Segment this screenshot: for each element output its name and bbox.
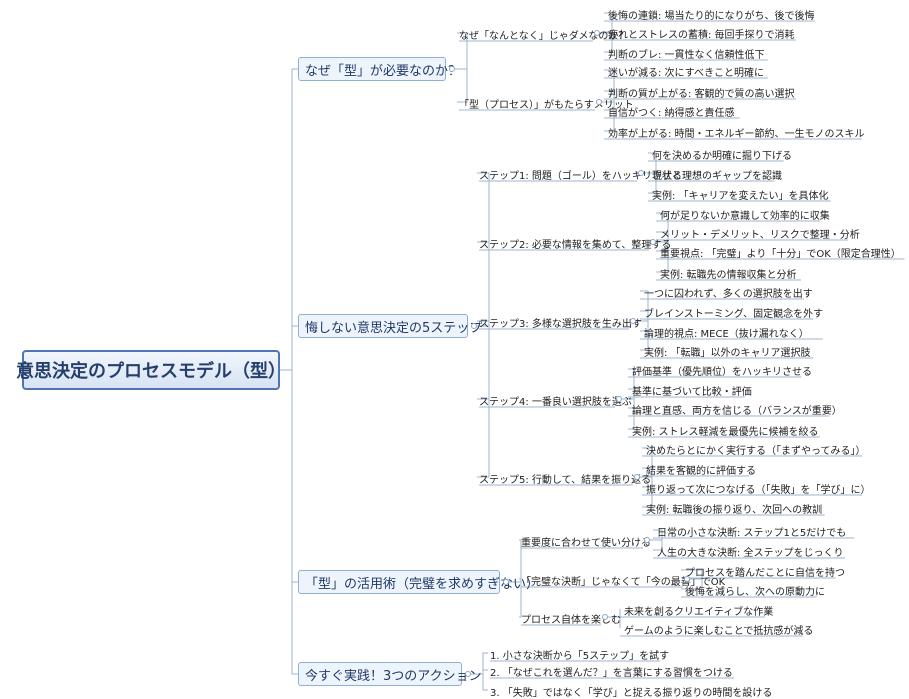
subtopic-to-detail-connector <box>640 476 653 508</box>
detail-item[interactable]: 後悔の連鎖: 場当たり的になりがち、後で後悔 <box>608 11 815 22</box>
collapse-toggle-icon[interactable] <box>644 537 650 543</box>
subtopic-to-detail-connector <box>608 616 621 628</box>
collapse-toggle-icon[interactable] <box>471 323 477 329</box>
subtopic[interactable]: 「型（プロセス）」がもたらすメリット <box>459 100 634 111</box>
detail-item[interactable]: 評価基準（優先順位）をハッキリさせる <box>632 367 812 378</box>
detail-item[interactable]: ゲームのように楽しむことで抵抗感が減る <box>624 626 814 637</box>
detail-item[interactable]: 実例: 転職先の情報収集と分析 <box>660 270 797 281</box>
branch-to-subtopic-connector <box>471 673 488 691</box>
detail-item[interactable]: ブレインストーミング、固定観念を外す <box>644 309 824 320</box>
subtopic-to-detail-connector <box>681 578 703 590</box>
subtopic-to-detail-connector <box>644 172 657 194</box>
detail-item[interactable]: 振り返って次につなげる（「失敗」を「学び」に） <box>646 485 871 496</box>
subtopic[interactable]: ステップ4: 一番良い選択肢を選ぶ <box>479 397 632 408</box>
collapse-toggle-icon[interactable] <box>638 170 644 176</box>
detail-item[interactable]: 現状と理想のギャップを認識 <box>652 171 782 182</box>
subtopic-to-detail-connector <box>600 32 613 53</box>
subtopic[interactable]: ステップ1: 問題（ゴール）をハッキリさせる <box>479 171 682 182</box>
branch-to-subtopic-connector <box>477 325 490 478</box>
detail-item[interactable]: プロセスを踏んだことに自信を持つ <box>685 568 845 579</box>
detail-item[interactable]: 未来を創るクリエイティブな作業 <box>624 607 774 618</box>
subtopic[interactable]: ステップ2: 必要な情報を集めて、整理する <box>479 240 672 251</box>
collapse-toggle-icon[interactable] <box>684 576 690 582</box>
branch-to-subtopic-connector <box>477 241 490 327</box>
subtopic[interactable]: 3. 「失敗」ではなく「学び」と捉える振り返りの時間を設ける <box>490 688 773 699</box>
detail-item[interactable]: 一つに囚われず、多くの選択肢を出す <box>644 289 813 300</box>
subtopic[interactable]: プロセス自体を楽しむ <box>521 615 621 626</box>
subtopic[interactable]: なぜ「なんとなく」じゃダメなのか？ <box>459 31 629 42</box>
detail-item[interactable]: 基準に基づいて比較・評価 <box>632 387 752 398</box>
collapse-toggle-icon[interactable] <box>596 99 602 105</box>
collapse-toggle-icon[interactable] <box>650 239 656 245</box>
collapse-toggle-icon[interactable] <box>634 474 640 480</box>
branch-topic[interactable]: 今すぐ実践！3つのアクション <box>298 662 482 686</box>
branch-topic[interactable]: なぜ「型」が必要なのか？ <box>298 57 461 81</box>
detail-item[interactable]: 判断のブレ: 一貫性なく信頼性低下 <box>608 50 765 61</box>
subtopic[interactable]: 「完璧な決断」じゃなくて「今の最善」でOK <box>521 577 726 588</box>
branch-topic[interactable]: 「型」の活用術（完璧を求めすぎない） <box>298 570 539 594</box>
detail-item[interactable]: 迷いが減る: 次にすべきこと明確に <box>608 68 764 79</box>
branch-to-subtopic-connector <box>455 68 468 103</box>
root-to-branch-connector <box>280 68 298 371</box>
subtopic-to-detail-connector <box>650 539 663 551</box>
detail-item[interactable]: 決めたらとにかく実行する（「まずやってみる」） <box>646 446 866 457</box>
detail-item[interactable]: 判断の質が上がる: 客観的で質の高い選択 <box>608 89 795 100</box>
detail-item[interactable]: 実例: 「キャリアを変えたい」を具体化 <box>652 191 829 202</box>
detail-item[interactable]: 実例: ストレス軽減を最優先に候補を絞る <box>632 427 819 438</box>
detail-item[interactable]: メリット・デメリット、リスクで整理・分析 <box>660 230 860 241</box>
subtopic[interactable]: 重要度に合わせて使い分ける <box>521 538 651 549</box>
subtopic-to-detail-connector <box>622 398 635 430</box>
detail-item[interactable]: 何が足りないか意識して効率的に収集 <box>660 211 830 222</box>
subtopic[interactable]: 1. 小さな決断から「5ステップ」を試す <box>490 651 670 662</box>
root-topic[interactable]: 意思決定のプロセスモデル（型） <box>16 350 286 390</box>
subtopic[interactable]: 2. 「なぜこれを選んだ？」を言葉にする習慣をつける <box>490 668 733 679</box>
detail-item[interactable]: 重要視点: 「完璧」より「十分」でOK（限定合理性） <box>660 249 901 260</box>
branch-topic[interactable]: 悔しない意思決定の5ステップ <box>298 314 482 338</box>
collapse-toggle-icon[interactable] <box>616 396 622 402</box>
detail-item[interactable]: 人生の大きな決断: 全ステップをじっくり <box>657 548 844 559</box>
branch-to-subtopic-connector <box>509 581 522 618</box>
subtopic-to-detail-connector <box>602 101 615 132</box>
detail-item[interactable]: 日常の小さな決断: ステップ1と5だけでも <box>657 528 847 539</box>
branch-to-subtopic-connector <box>477 325 490 400</box>
root-to-branch-connector <box>280 369 298 675</box>
subtopic-to-detail-connector <box>636 320 649 351</box>
root-to-branch-connector <box>280 369 298 583</box>
detail-item[interactable]: 後悔を減らし、次への原動力に <box>685 587 825 598</box>
detail-item[interactable]: 論理的視点: MECE（抜け漏れなく） <box>644 329 809 340</box>
detail-item[interactable]: 疲れとストレスの蓄積: 毎回手探りで消耗 <box>608 30 795 41</box>
collapse-toggle-icon[interactable] <box>503 579 509 585</box>
detail-item[interactable]: 自信がつく: 納得感と責任感 <box>608 108 735 119</box>
detail-item[interactable]: 効率が上がる: 時間・エネルギー節約、一生モノのスキル <box>608 129 865 140</box>
collapse-toggle-icon[interactable] <box>602 614 608 620</box>
detail-item[interactable]: 実例: 転職後の振り返り、次回への教訓 <box>646 505 823 516</box>
collapse-toggle-icon[interactable] <box>630 318 636 324</box>
detail-item[interactable]: 結果を客観的に評価する <box>646 466 756 477</box>
subtopic-to-detail-connector <box>656 241 669 273</box>
collapse-toggle-icon[interactable] <box>449 66 455 72</box>
collapse-toggle-icon[interactable] <box>465 671 471 677</box>
collapse-toggle-icon[interactable] <box>594 30 600 36</box>
detail-item[interactable]: 論理と直感、両方を信じる（バランスが重要） <box>632 406 842 417</box>
detail-item[interactable]: 実例: 「転職」以外のキャリア選択肢 <box>644 348 811 359</box>
detail-item[interactable]: 何を決めるか明確に掘り下げる <box>652 151 792 162</box>
subtopic[interactable]: ステップ3: 多様な選択肢を生み出す <box>479 319 642 330</box>
subtopic[interactable]: ステップ5: 行動して、結果を振り返る <box>479 475 652 486</box>
